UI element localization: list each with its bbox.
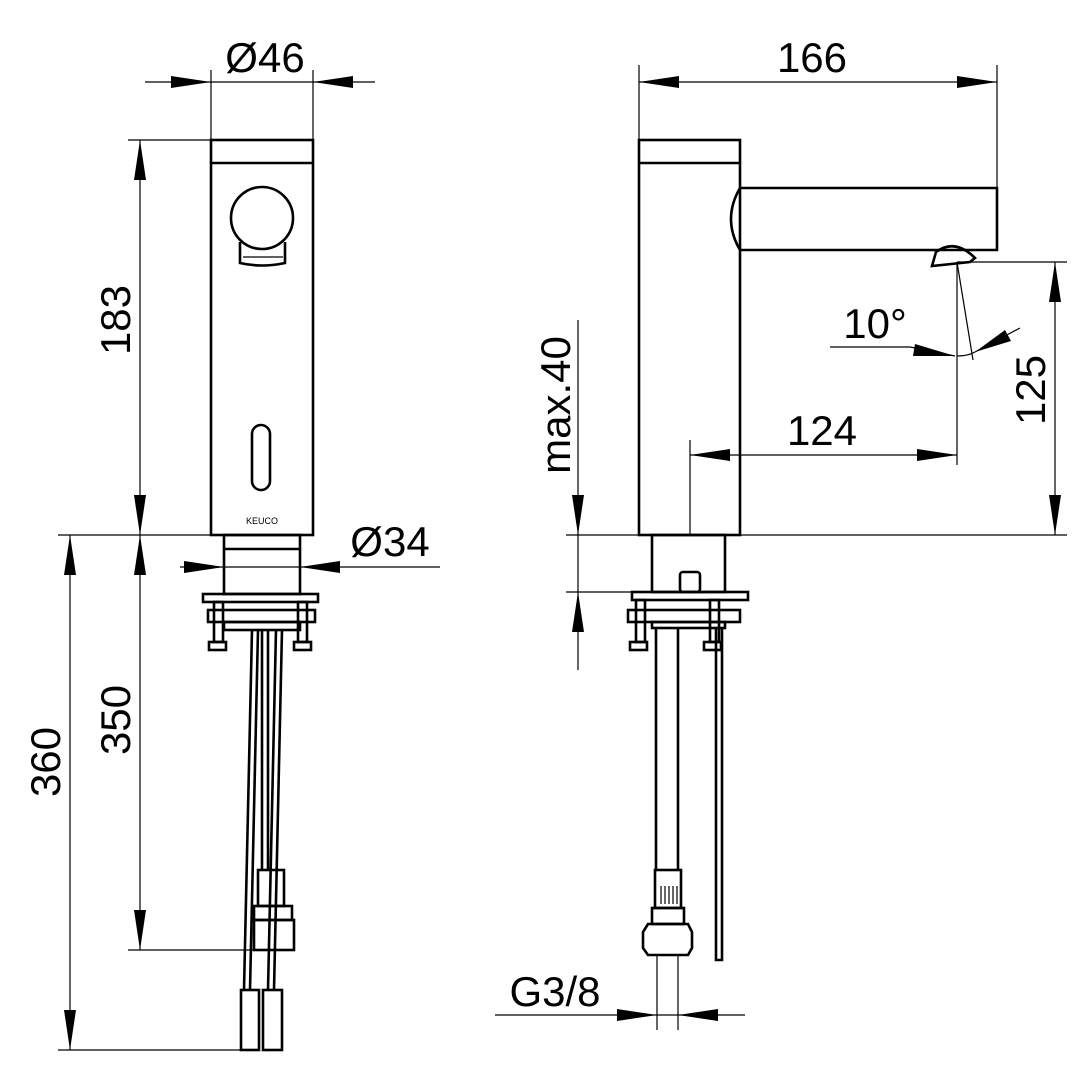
neck-side bbox=[650, 533, 727, 594]
dim-label-166: 166 bbox=[777, 34, 847, 81]
spout-aerator-front bbox=[238, 242, 287, 267]
spout-joint bbox=[729, 187, 742, 251]
dim-diameter-34: Ø34 bbox=[180, 518, 440, 573]
dim-label-diameter-46: Ø46 bbox=[225, 34, 304, 81]
nut-side-left bbox=[628, 640, 649, 652]
keuco-logo: KEUCO bbox=[246, 516, 278, 526]
dim-angle-10: 10° bbox=[830, 261, 1021, 465]
flange-side bbox=[630, 590, 750, 602]
hose-side bbox=[641, 628, 724, 1030]
dim-label-10-degree: 10° bbox=[843, 300, 907, 347]
dim-thread-g38: G3/8 bbox=[495, 968, 745, 1021]
spout-circle bbox=[229, 185, 295, 251]
dim-length-360: 360 bbox=[22, 534, 250, 1051]
spout-side bbox=[740, 186, 999, 252]
neck-front bbox=[222, 533, 302, 596]
dim-label-diameter-34: Ø34 bbox=[350, 518, 429, 565]
flange-front bbox=[201, 592, 320, 604]
dim-height-183: 183 bbox=[92, 139, 222, 536]
nut-side-right bbox=[702, 640, 723, 652]
dim-label-124: 124 bbox=[787, 407, 857, 454]
dim-label-max-40: max.40 bbox=[532, 336, 579, 474]
front-view: KEUCO Ø46 bbox=[22, 34, 440, 1052]
dim-max-40: max.40 bbox=[532, 320, 652, 670]
side-view: 166 10° 124 125 bbox=[495, 34, 1067, 1030]
plate-lower bbox=[222, 620, 302, 632]
hoses-front bbox=[239, 629, 296, 1052]
dim-projection-166: 166 bbox=[638, 34, 998, 188]
plate-side-lower bbox=[650, 620, 727, 630]
aerator-side bbox=[930, 244, 977, 268]
dim-label-g38: G3/8 bbox=[509, 968, 600, 1015]
nut-left bbox=[207, 640, 228, 652]
dim-length-350: 350 bbox=[92, 535, 255, 951]
dim-label-183: 183 bbox=[92, 285, 139, 355]
dim-label-350: 350 bbox=[92, 685, 139, 755]
dim-reach-124: 124 bbox=[689, 407, 957, 535]
dim-label-125: 125 bbox=[1007, 355, 1054, 425]
dim-diameter-46: Ø46 bbox=[145, 34, 375, 140]
stud bbox=[678, 570, 702, 594]
dim-label-360: 360 bbox=[22, 727, 69, 797]
faucet-body-front bbox=[209, 138, 315, 537]
dim-height-125: 125 bbox=[740, 261, 1067, 536]
nut-right bbox=[292, 640, 313, 652]
sensor-window bbox=[250, 423, 272, 492]
